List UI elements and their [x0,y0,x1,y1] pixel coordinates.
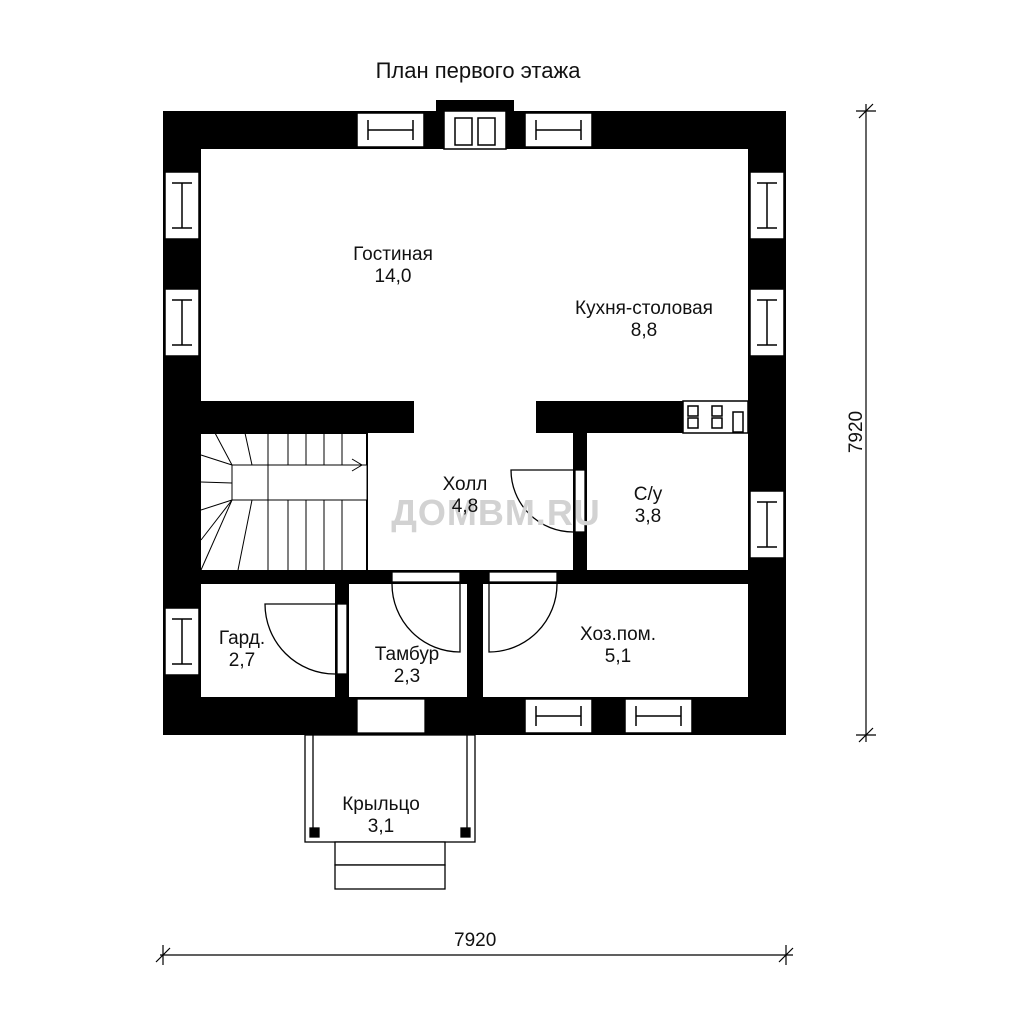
inner-walls [201,401,748,697]
room-living: Гостиная 14,0 [353,244,433,288]
room-area: 14,0 [374,266,412,287]
doors [264,469,586,804]
room-name: С/у [633,484,663,505]
room-area: 3,1 [367,816,395,837]
room-name: Тамбур [374,644,440,665]
room-kitchen: Кухня-столовая 8,8 [575,298,713,342]
window-mullions [172,120,777,726]
room-name: Гостиная [353,244,433,265]
room-area: 2,7 [228,650,256,671]
room-name: Крыльцо [342,794,420,815]
room-vestibule: Тамбур 2,3 [375,644,440,688]
room-area: 3,8 [634,506,662,527]
room-hall: Холл 4,8 [443,474,488,518]
watermark: ДОМВМ.RU [391,492,601,533]
room-name: Кухня-столовая [575,298,713,319]
room-name: Холл [442,474,488,495]
room-name: Хоз.пом. [580,624,656,645]
plan-title: План первого этажа [375,58,581,83]
room-bathroom: С/у 3,8 [634,484,663,528]
room-name: Гард. [218,628,266,649]
room-porch: Крыльцо 3,1 [342,794,420,838]
room-utility: Хоз.пом. 5,1 [580,624,656,668]
height-dimension: 7920 [846,410,868,454]
room-area: 8,8 [630,320,658,341]
porch [304,734,476,890]
chimney [443,110,507,150]
kitchen-counter [682,400,749,434]
staircase [200,432,368,571]
room-area: 5,1 [604,646,632,667]
room-area: 4,8 [451,496,479,517]
room-area: 2,3 [393,666,421,687]
room-wardrobe: Гард. 2,7 [219,628,265,672]
width-dimension: 7920 [454,930,497,951]
dimension-lines [155,103,876,965]
